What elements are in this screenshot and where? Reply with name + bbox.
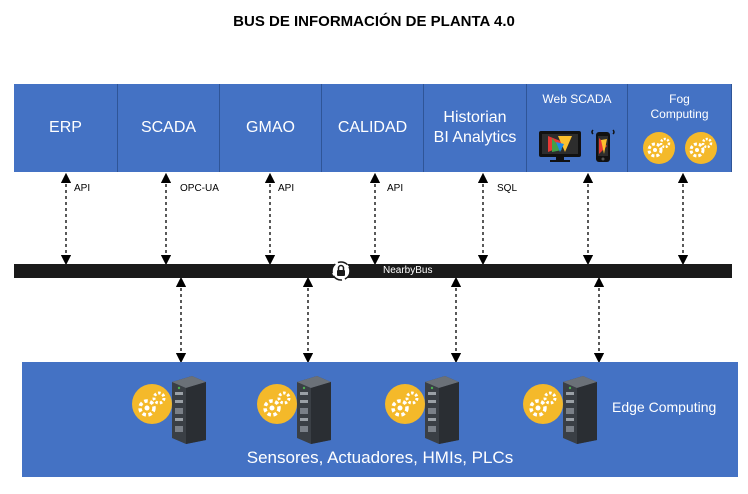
gear-icon: [257, 384, 297, 424]
fog-line2: Computing: [650, 107, 709, 121]
edge-device-icon: [425, 376, 459, 444]
gear-icon: [684, 132, 717, 164]
protocol-calidad: API: [387, 183, 404, 194]
system-calidad-label: CALIDAD: [337, 119, 408, 136]
edge-node-4: [521, 374, 611, 444]
system-scada: SCADA: [118, 84, 220, 172]
edge-device-icon: [172, 376, 206, 444]
system-calidad: CALIDAD: [322, 84, 424, 172]
web-scada-icons: [527, 128, 627, 164]
gear-icon: [642, 132, 675, 164]
gear-icon: [132, 384, 172, 424]
edge-node-2: [255, 374, 345, 444]
edge-computing-label: Edge Computing: [612, 399, 717, 415]
diagram-title: BUS DE INFORMACIÓN DE PLANTA 4.0: [233, 13, 515, 30]
system-web-scada: Web SCADA: [527, 84, 628, 172]
system-web-scada-label: Web SCADA: [542, 92, 612, 106]
edge-node-1: [130, 374, 220, 444]
system-historian: Historian BI Analytics: [424, 84, 527, 172]
nearby-bus: [14, 264, 732, 278]
field-devices-label: Sensores, Actuadores, HMIs, PLCs: [246, 448, 514, 467]
system-scada-label: SCADA: [140, 119, 197, 136]
gear-icon: [385, 384, 425, 424]
fog-icons: [628, 132, 731, 164]
edge-node-3: [383, 374, 473, 444]
bus-label: NearbyBus: [383, 265, 433, 276]
protocol-gmao: API: [278, 183, 295, 194]
protocol-scada: OPC-UA: [180, 183, 219, 194]
system-historian-label: Historian BI Analytics: [434, 108, 517, 148]
protocol-erp: API: [74, 183, 91, 194]
system-gmao: GMAO: [220, 84, 322, 172]
system-fog-label: Fog Computing: [650, 92, 708, 122]
smartphone-icon: [591, 129, 615, 162]
edge-device-icon: [297, 376, 331, 444]
edge-device-icon: [563, 376, 597, 444]
system-gmao-label: GMAO: [246, 119, 295, 136]
historian-line2: BI Analytics: [433, 129, 517, 146]
fog-line1: Fog: [669, 92, 690, 106]
system-erp-label: ERP: [49, 119, 82, 136]
edge-layer: Edge Computing Sensores, Actuadores, HMI…: [22, 362, 738, 477]
system-fog-computing: Fog Computing: [628, 84, 732, 172]
gear-icon: [523, 384, 563, 424]
protocol-historian: SQL: [497, 183, 518, 194]
historian-line1: Historian: [443, 109, 507, 126]
lock-icon: [331, 261, 351, 281]
monitor-icon: [539, 131, 581, 162]
system-erp: ERP: [14, 84, 118, 172]
